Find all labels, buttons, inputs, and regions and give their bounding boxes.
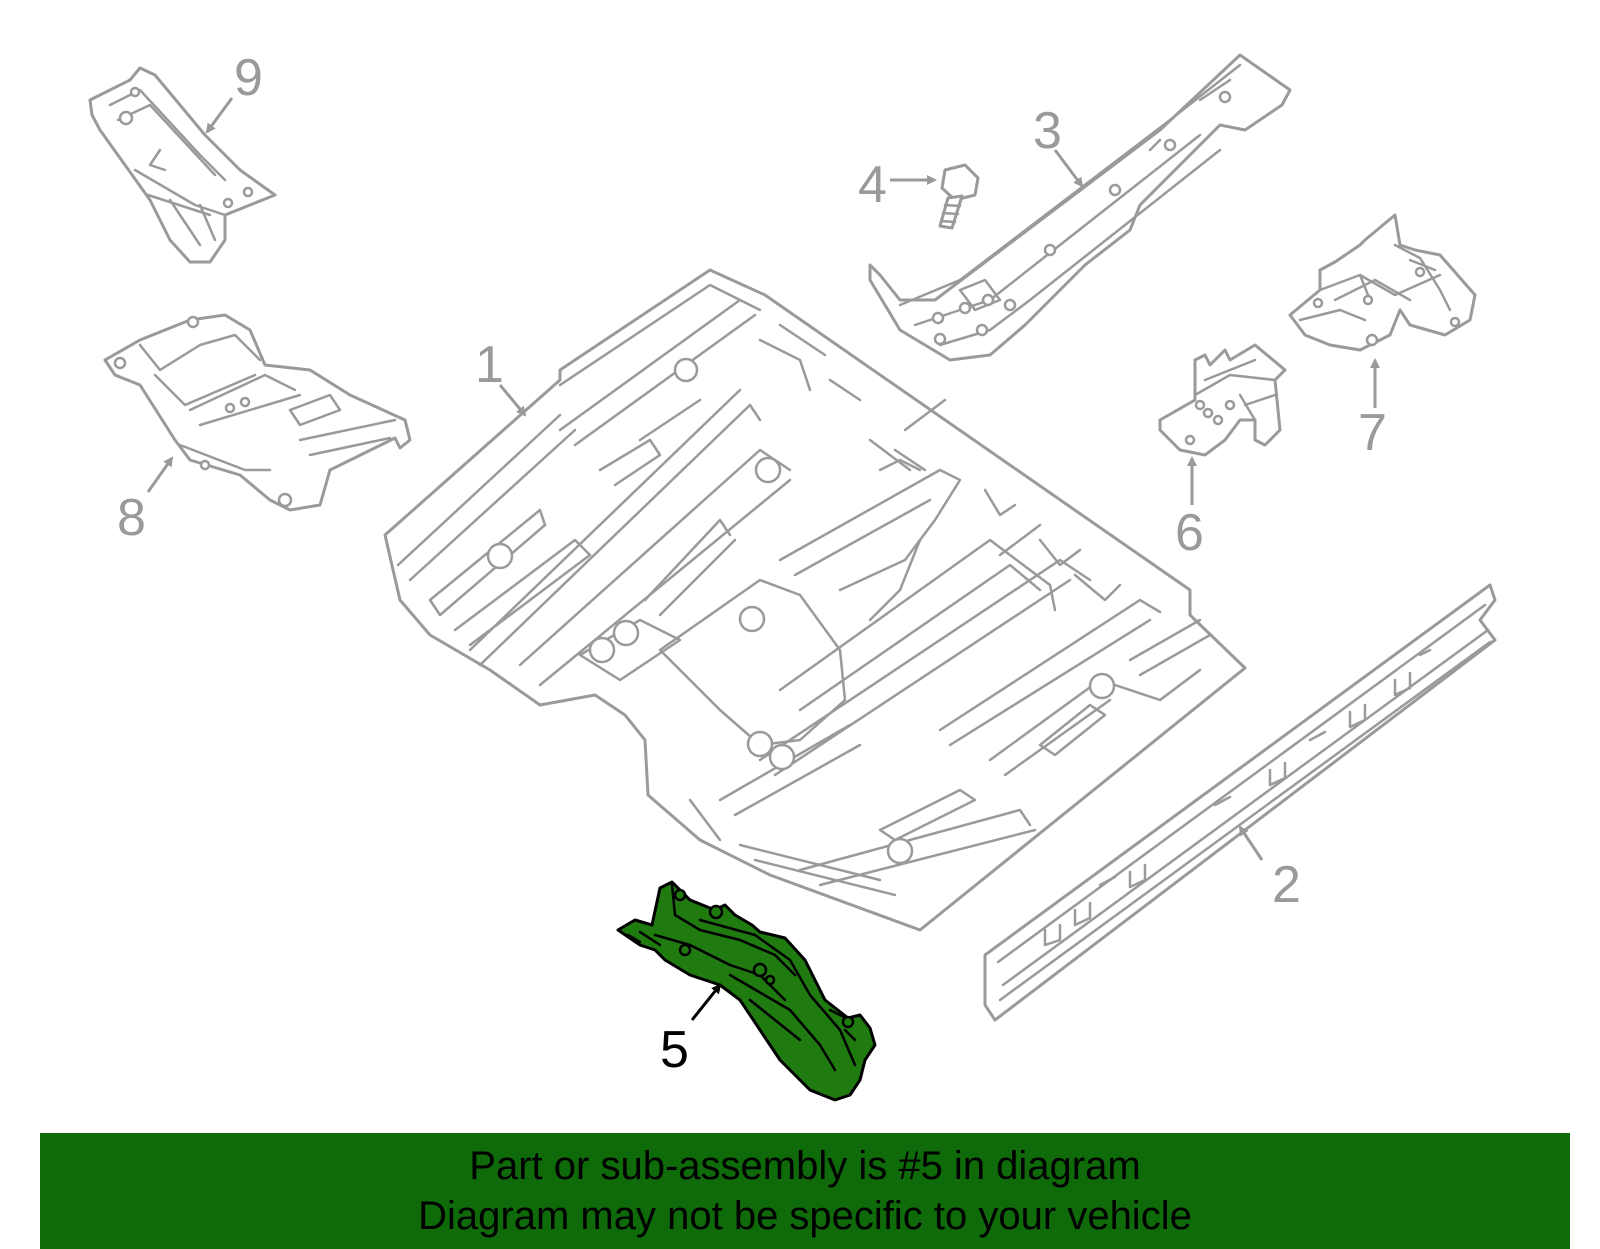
part-8-crossmember — [103, 313, 412, 512]
callout-4: 4 — [858, 156, 887, 214]
part-9-extension — [88, 66, 277, 264]
callout-8: 8 — [117, 489, 146, 547]
part-6-bracket — [1158, 343, 1287, 457]
callout-6: 6 — [1175, 504, 1204, 562]
callout-7: 7 — [1358, 404, 1387, 462]
part-4-bolt — [938, 163, 980, 230]
callout-2: 2 — [1272, 856, 1301, 914]
banner-line-1: Part or sub-assembly is #5 in diagram — [469, 1144, 1141, 1188]
callout-3: 3 — [1033, 102, 1062, 160]
part-2-side-sill — [983, 583, 1497, 1022]
part-5-highlighted-member[interactable] — [616, 880, 877, 1102]
callout-1: 1 — [475, 336, 504, 394]
callout-5: 5 — [660, 1021, 689, 1079]
info-banner: Part or sub-assembly is #5 in diagram Di… — [40, 1133, 1570, 1249]
banner-line-2: Diagram may not be specific to your vehi… — [418, 1194, 1192, 1238]
part-7-bracket — [1288, 213, 1477, 352]
leader-arrows — [146, 97, 1380, 1021]
part-3-floor-member — [868, 53, 1292, 362]
part-1-floor-pan — [383, 268, 1247, 932]
callout-9: 9 — [234, 49, 263, 107]
